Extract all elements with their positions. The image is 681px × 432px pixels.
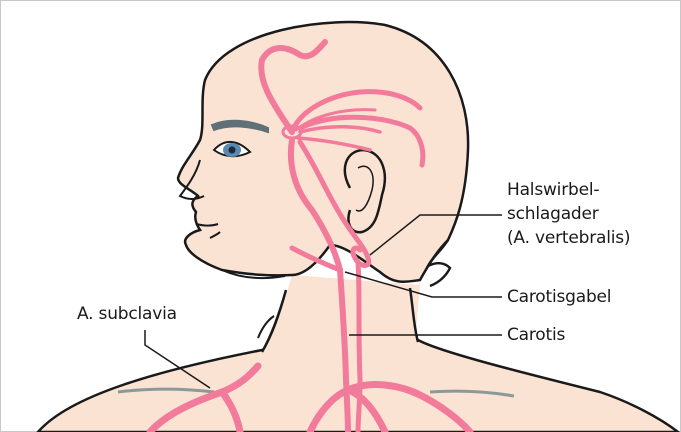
label-vertebralis-line-3: (A. vertebralis) <box>507 226 630 250</box>
label-carotis: Carotis <box>507 323 565 347</box>
label-carotisgabel: Carotisgabel <box>507 285 611 309</box>
label-vertebralis-line-1: Halswirbel- <box>507 178 630 202</box>
label-subclavia: A. subclavia <box>77 302 177 326</box>
artery-vertebralis-lower <box>358 262 360 432</box>
eye-pupil <box>229 147 236 154</box>
label-vertebralis-line-2: schlagader <box>507 202 630 226</box>
label-vertebralis: Halswirbel- schlagader (A. vertebralis) <box>507 178 630 250</box>
